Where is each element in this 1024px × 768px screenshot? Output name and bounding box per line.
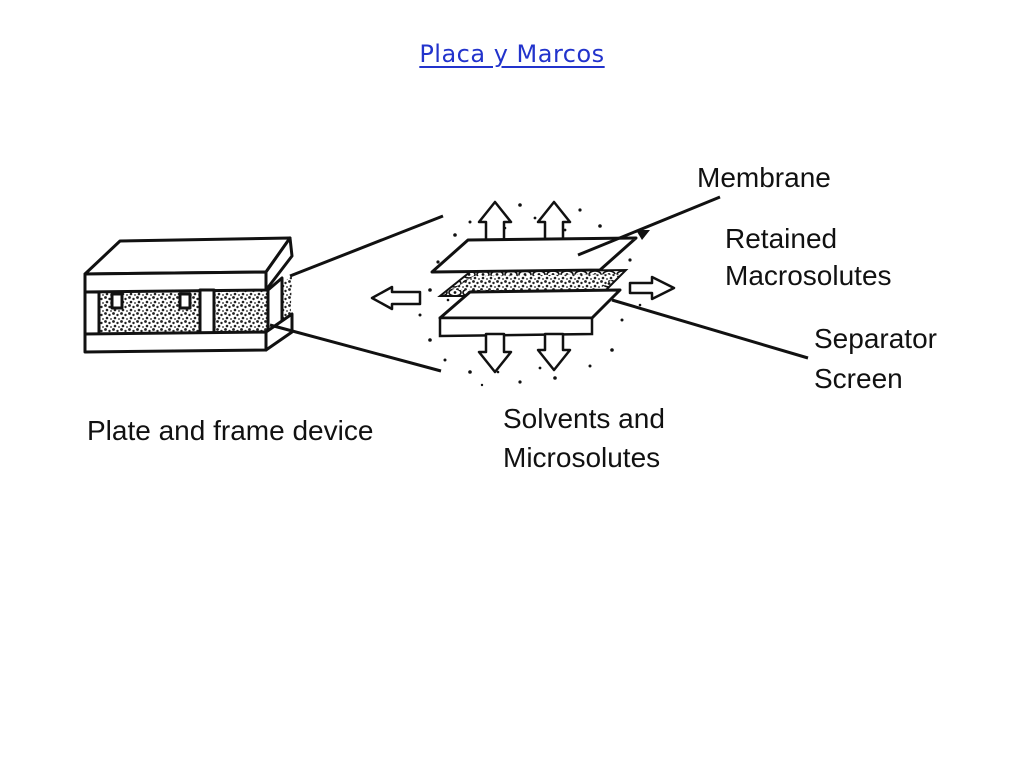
down-arrow-left (477, 332, 513, 374)
plate-frame-device (83, 236, 294, 354)
retained-macrosolute-layer (452, 274, 620, 290)
down-arrow-right (536, 332, 572, 372)
label-retained: Retained (725, 223, 837, 254)
label-separator: Separator (814, 323, 937, 354)
connector-lines (269, 214, 444, 373)
label-device: Plate and frame device (87, 415, 373, 446)
slide-title: Placa y Marcos (419, 40, 605, 68)
label-screen: Screen (814, 363, 903, 394)
label-leader-lines (577, 195, 809, 360)
feed-arrow-left (370, 285, 422, 311)
label-macrosolutes: Macrosolutes (725, 260, 892, 291)
label-solvents: Solvents and (503, 403, 665, 434)
label-membrane: Membrane (697, 162, 831, 193)
feed-arrow-right (628, 275, 676, 301)
permeate-speckles (410, 203, 642, 387)
bottom-sheet (438, 288, 622, 320)
label-microsolutes: Microsolutes (503, 442, 660, 473)
exploded-membrane-view (370, 200, 676, 387)
